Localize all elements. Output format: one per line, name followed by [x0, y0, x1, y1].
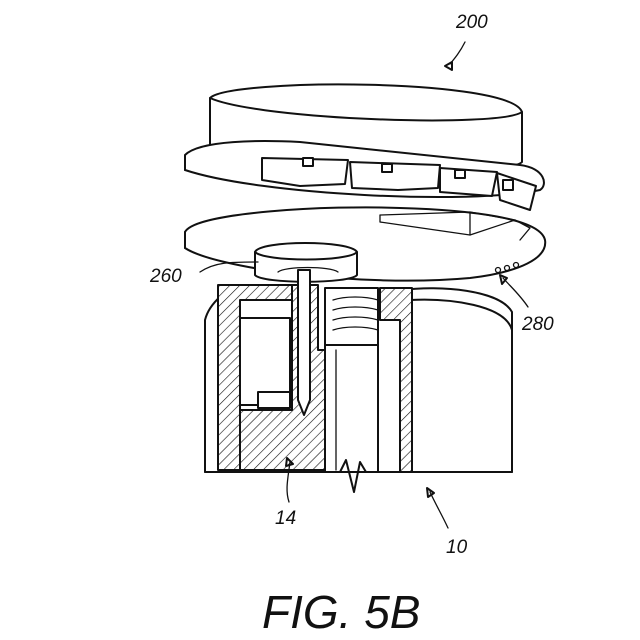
lower-flange [185, 207, 545, 280]
cap-assembly-200 [185, 84, 545, 280]
ref-label-200: 200 [455, 12, 488, 33]
figure-caption: FIG. 5B [262, 586, 420, 638]
ref-label-14: 14 [275, 508, 296, 529]
vial-body-10 [205, 270, 512, 492]
ref-label-280: 280 [521, 314, 554, 335]
ref-label-10: 10 [446, 537, 468, 558]
ref-label-260: 260 [149, 266, 182, 287]
